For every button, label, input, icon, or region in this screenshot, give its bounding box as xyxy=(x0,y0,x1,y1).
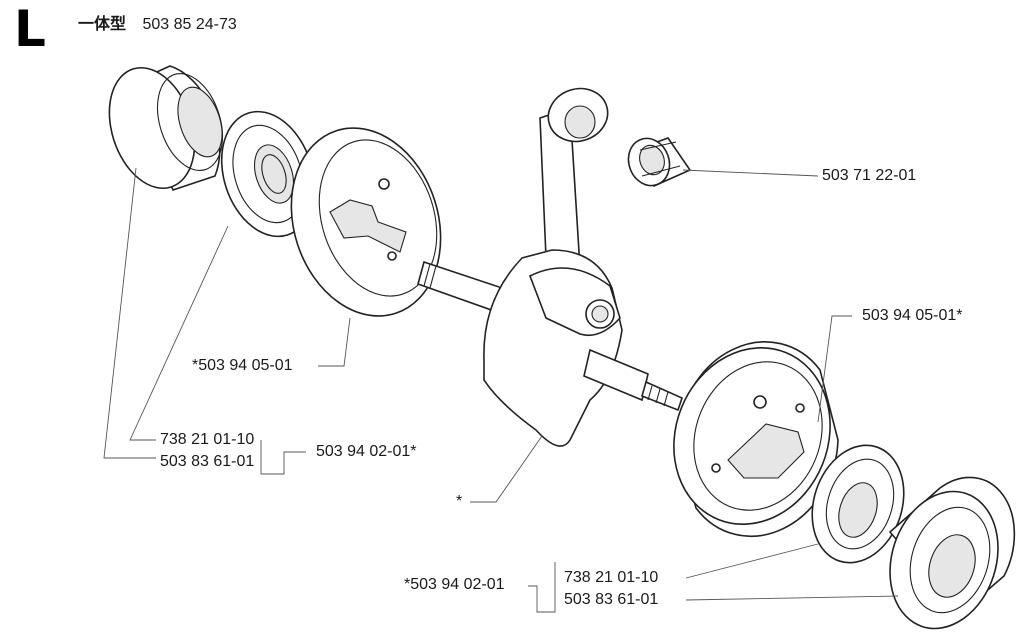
type-label: 一体型 xyxy=(78,14,127,33)
label-crankshaft: * xyxy=(456,493,463,510)
label-right-crankcase-half: 503 94 05-01* xyxy=(862,307,963,324)
section-letter: L xyxy=(14,0,46,58)
leader-lines xyxy=(103,167,899,613)
right-crankcase-half xyxy=(673,341,839,537)
label-right-seal: 503 83 61-01 xyxy=(564,591,659,608)
right-seal-ring xyxy=(888,476,1016,630)
assembly-title: 一体型 503 85 24-73 xyxy=(78,16,237,33)
label-left-bearing: 738 21 01-10 xyxy=(160,431,255,448)
label-right-kit: *503 94 02-01 xyxy=(404,576,505,593)
label-needle-bearing: 503 71 22-01 xyxy=(822,167,917,184)
right-ball-bearing xyxy=(811,444,905,564)
label-left-seal: 503 83 61-01 xyxy=(160,453,255,470)
left-crankcase-half xyxy=(290,127,442,317)
crankshaft-assembly xyxy=(417,87,683,447)
assembly-number: 503 85 24-73 xyxy=(142,16,237,33)
label-left-kit: 503 94 02-01* xyxy=(316,443,417,460)
needle-bearing xyxy=(627,137,692,187)
label-left-crankcase-half: *503 94 05-01 xyxy=(192,357,293,374)
left-seal-ring xyxy=(108,65,223,191)
label-right-bearing: 738 21 01-10 xyxy=(564,569,659,586)
